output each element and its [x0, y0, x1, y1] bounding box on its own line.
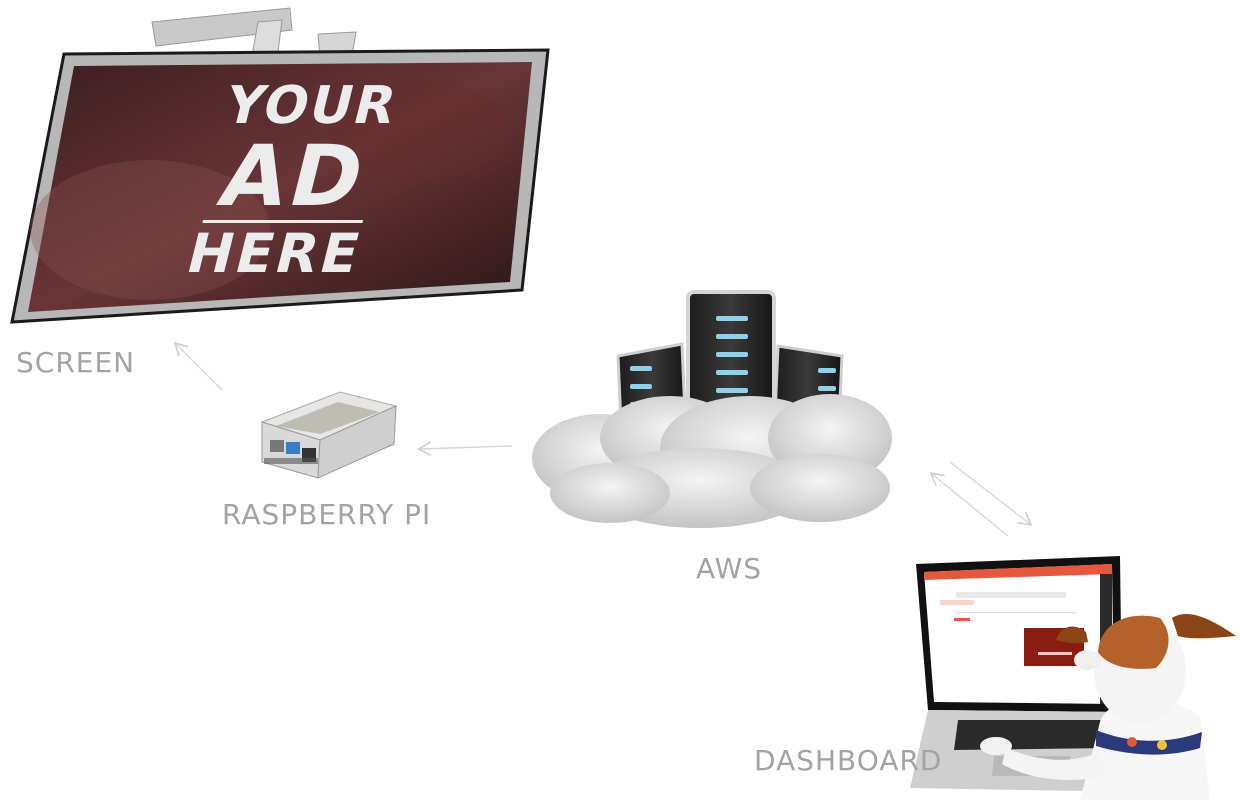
arrow-dashboard-to-aws [932, 474, 1009, 537]
raspberry-pi-node [256, 388, 402, 484]
raspberry-pi-label: RASPBERRY PI [222, 498, 432, 531]
screen-label: SCREEN [16, 346, 136, 379]
dashboard-node [910, 552, 1240, 800]
dog-icon [980, 614, 1236, 800]
ad-line-ad: AD [210, 127, 378, 225]
cloud [532, 394, 892, 528]
cloud-server-icon [532, 290, 892, 528]
arrow-aws-to-dashboard [949, 461, 1030, 524]
tv-screen-icon [10, 7, 550, 324]
aws-label: AWS [696, 552, 763, 585]
screen-node: YOUR AD HERE [0, 0, 560, 340]
laptop-icon [910, 556, 1142, 792]
ad-line-here: HERE [180, 222, 369, 285]
aws-node [530, 288, 900, 538]
arrow-aws-to-pi [420, 446, 513, 449]
dashboard-label: DASHBOARD [754, 744, 943, 777]
ad-line-your: YOUR [218, 76, 405, 136]
arrow-pi-to-screen [176, 344, 223, 391]
raspberry-pi-icon [260, 391, 398, 479]
